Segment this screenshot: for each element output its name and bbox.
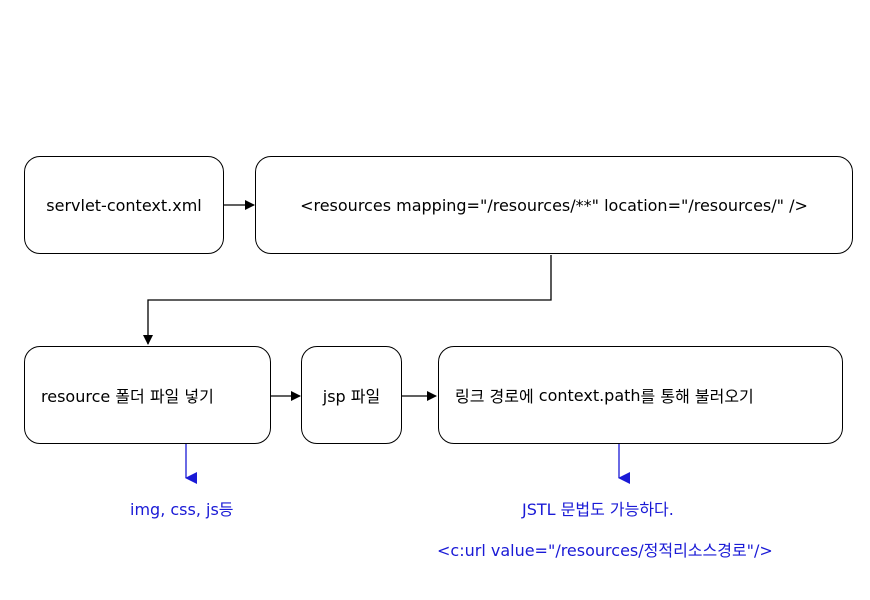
link-path-label-start: 링크 경로에: [455, 387, 539, 406]
resource-folder-label-end: 넣기: [179, 387, 214, 406]
resources-tag-label: <resources mapping="/resources/**" locat…: [300, 195, 808, 215]
arrow-resources-to-folder: [143, 255, 552, 345]
resource-folder-node: resource 폴더 파일 넣기: [24, 346, 271, 444]
jstl-note-line1: JSTL 문법도 가능하다.: [522, 500, 674, 519]
link-path-label-highlight: context.path: [538, 385, 641, 405]
resources-tag-node: <resources mapping="/resources/**" locat…: [255, 156, 853, 254]
file-types-note: img, css, js등: [130, 500, 234, 519]
resource-folder-label-highlight: 파일: [149, 387, 180, 406]
link-path-label-end: 를 통해 불러오기: [640, 387, 754, 406]
servlet-context-label: servlet-context.xml: [46, 195, 202, 215]
jsp-file-label: jsp 파일: [322, 387, 381, 406]
jsp-file-node: jsp 파일: [301, 346, 402, 444]
resource-folder-label-start: resource 폴더: [41, 387, 150, 406]
jstl-note-line2: <c:url value="/resources/정적리소스경로"/>: [437, 541, 773, 560]
servlet-context-node: servlet-context.xml: [24, 156, 224, 254]
